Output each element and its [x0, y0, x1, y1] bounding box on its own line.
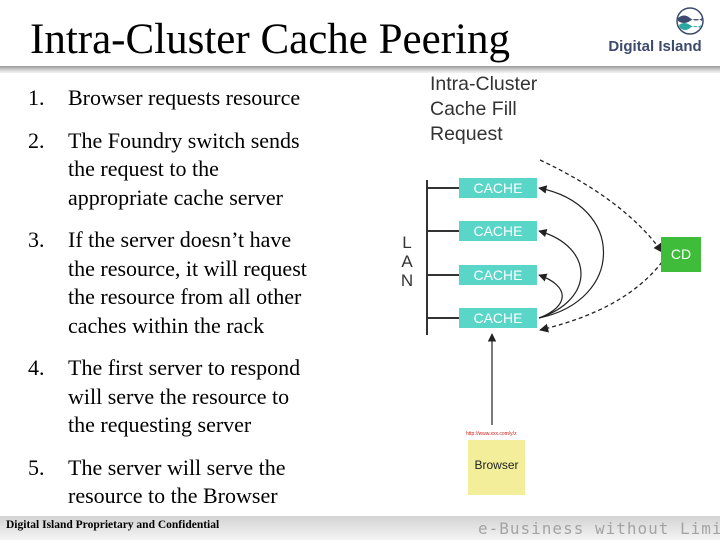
step-item: 4. The first server to respond will serve … — [28, 354, 353, 440]
diagram-title-line: Intra-Cluster — [430, 73, 538, 95]
company-logo: Digital Island — [600, 6, 710, 60]
cache-node-3: CACHE — [459, 265, 537, 285]
cache-node-2: CACHE — [459, 221, 537, 241]
step-text-line: caches within the rack — [68, 312, 265, 338]
peer-arrow-3 — [538, 273, 563, 319]
cd-node: CD — [661, 237, 701, 272]
browser-url: http://www.xxx.com/y/z — [466, 431, 517, 437]
cd-response-path — [539, 261, 663, 333]
cache-node-4: CACHE — [459, 308, 537, 328]
footer-tagline: e-Business without Limits — [478, 519, 720, 538]
step-text-line: the requesting server — [68, 412, 252, 437]
step-item: 1. Browser requests resource — [28, 84, 353, 113]
footer-bar — [0, 516, 720, 540]
step-text-line: the request to the — [68, 156, 219, 181]
step-number: 2. — [28, 127, 45, 153]
lan-letter: N — [400, 271, 414, 290]
step-number: 1. — [28, 85, 45, 110]
step-text-line: If the server doesn’t have — [68, 227, 292, 252]
lan-label: L A N — [399, 233, 415, 290]
step-text-line: The server will serve the — [68, 454, 286, 480]
browser-node: Browser — [468, 440, 525, 495]
cache-node-1: CACHE — [459, 178, 537, 198]
step-text-line: the resource from all other — [68, 284, 302, 309]
diagram-title-line: Request — [430, 123, 503, 145]
step-text-line: Browser requests resource — [68, 85, 301, 110]
step-number: 3. — [28, 227, 45, 252]
step-item: 2. The Foundry switch sends the request to… — [28, 127, 353, 213]
step-text-line: appropriate cache server — [68, 184, 283, 210]
title-divider — [0, 66, 720, 73]
globe-wave-icon — [676, 7, 704, 35]
cd-request-path — [539, 159, 663, 253]
step-list: 1. Browser requests resource 2. The Foundry… — [28, 84, 353, 511]
step-text-line: The first server to respond — [68, 355, 301, 380]
step-item: 5. The server will serve the resource to t… — [28, 454, 353, 511]
logo-text: Digital Island — [608, 38, 702, 55]
diagram-title: Intra-Cluster Cache Fill Request — [430, 72, 580, 147]
lan-letter: L — [402, 233, 412, 252]
step-text-line: the resource, it will request — [68, 255, 307, 281]
lan-letter: A — [401, 252, 413, 271]
slide-title: Intra-Cluster Cache Peering — [30, 16, 510, 63]
peer-arrow-1 — [538, 185, 604, 319]
peer-arrow-2 — [538, 229, 582, 319]
step-text-line: The Foundry switch sends — [68, 127, 300, 153]
step-number: 5. — [28, 454, 45, 480]
step-text-line: resource to the Browser — [68, 483, 278, 508]
step-item: 3. If the server doesn’t have the resource… — [28, 226, 353, 340]
step-number: 4. — [28, 355, 45, 380]
footer-confidential: Digital Island Proprietary and Confident… — [6, 519, 220, 531]
diagram-title-line: Cache Fill — [430, 98, 517, 120]
step-text-line: will serve the resource to — [68, 383, 290, 409]
